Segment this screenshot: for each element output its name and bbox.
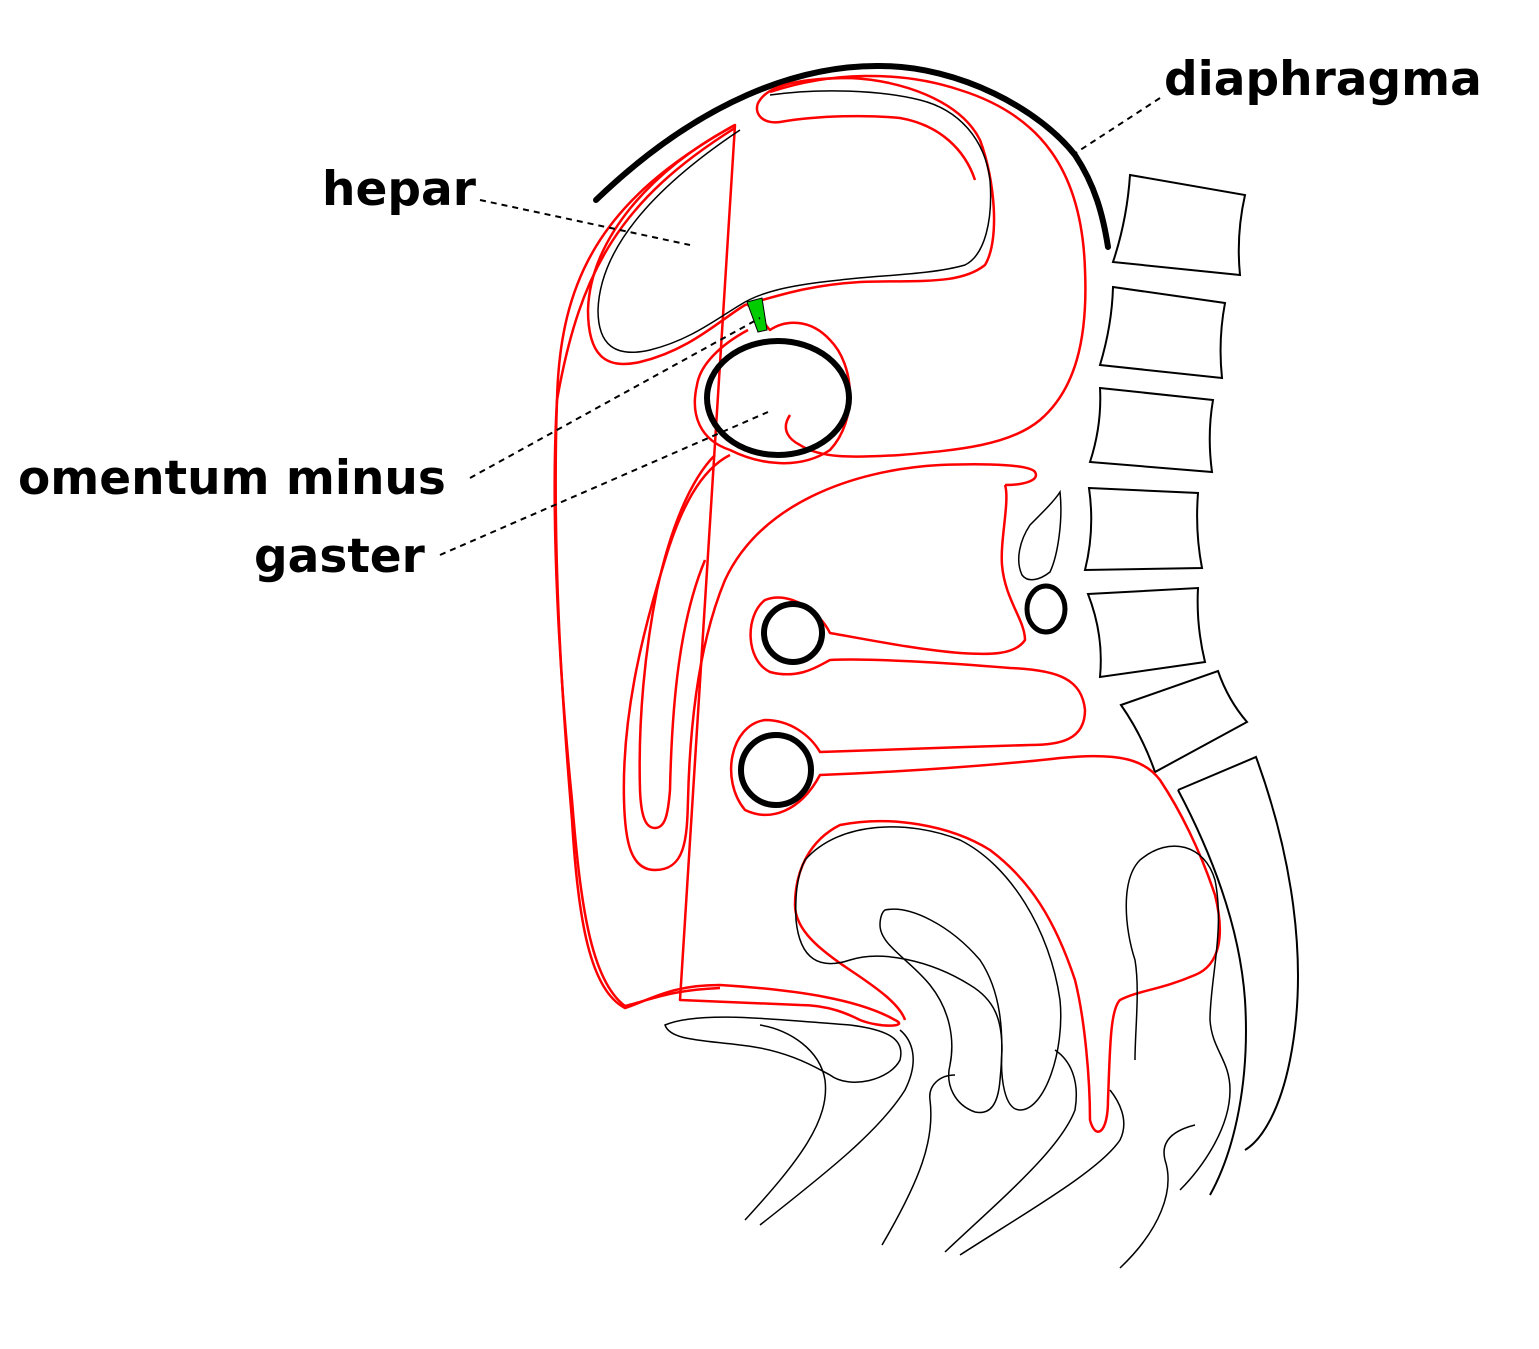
gaster-peritoneum <box>693 304 852 465</box>
vertebra-1 <box>1111 173 1247 277</box>
colon-transversum <box>761 601 825 665</box>
intestinum-tenue <box>738 732 814 808</box>
label-hepar: hepar <box>322 162 476 217</box>
leader-hepar <box>479 199 691 246</box>
vertebra-6 <box>1119 669 1249 774</box>
omentum-minus-highlight <box>746 297 768 333</box>
leader-omentum-minus <box>469 317 761 479</box>
parietal-anterior <box>553 126 736 1008</box>
pelvic-floor-4 <box>944 1049 1077 1253</box>
vertebra-3 <box>1088 386 1215 474</box>
vertebral-column <box>1083 173 1299 1196</box>
omentum-majus <box>622 453 1038 872</box>
uterus-cavity <box>879 908 1003 1114</box>
mesocolon-transversum <box>730 484 1222 1133</box>
vesica-urinaria <box>664 1016 902 1083</box>
uterus <box>795 826 1062 1111</box>
omentum-majus-inner <box>638 454 716 830</box>
label-gaster: gaster <box>254 529 425 584</box>
organ-outlines <box>597 90 1231 1269</box>
label-omentum-minus: omentum minus <box>18 451 446 506</box>
pelvic-floor-2 <box>759 1029 914 1226</box>
hepar-peritoneum <box>586 76 996 366</box>
hepar-outline <box>597 90 992 354</box>
peritoneum <box>553 74 1222 1133</box>
rectum <box>1125 845 1231 1191</box>
gaster-outline <box>704 338 852 458</box>
pelvic-floor-6 <box>1119 1124 1196 1269</box>
leader-lines <box>439 97 1161 556</box>
diaphragma-arc <box>593 62 1111 250</box>
vertebra-4 <box>1083 486 1204 572</box>
sacrum-inner <box>1177 755 1299 1151</box>
pelvic-floor-5 <box>959 1089 1125 1256</box>
leader-diaphragma <box>1067 97 1161 159</box>
pelvic-floor-1 <box>744 1024 827 1221</box>
vertebra-5 <box>1086 586 1207 679</box>
sacrum-outer <box>1177 789 1247 1196</box>
parietal-peritoneum <box>554 123 901 1027</box>
posterior-hepar-peritoneum <box>769 74 1087 458</box>
vertebra-2 <box>1098 285 1227 380</box>
pelvic-floor-3 <box>881 1074 956 1246</box>
duodenum <box>1024 583 1068 635</box>
leader-gaster <box>439 411 769 556</box>
pancreas <box>1018 489 1062 581</box>
label-diaphragma: diaphragma <box>1164 52 1482 107</box>
